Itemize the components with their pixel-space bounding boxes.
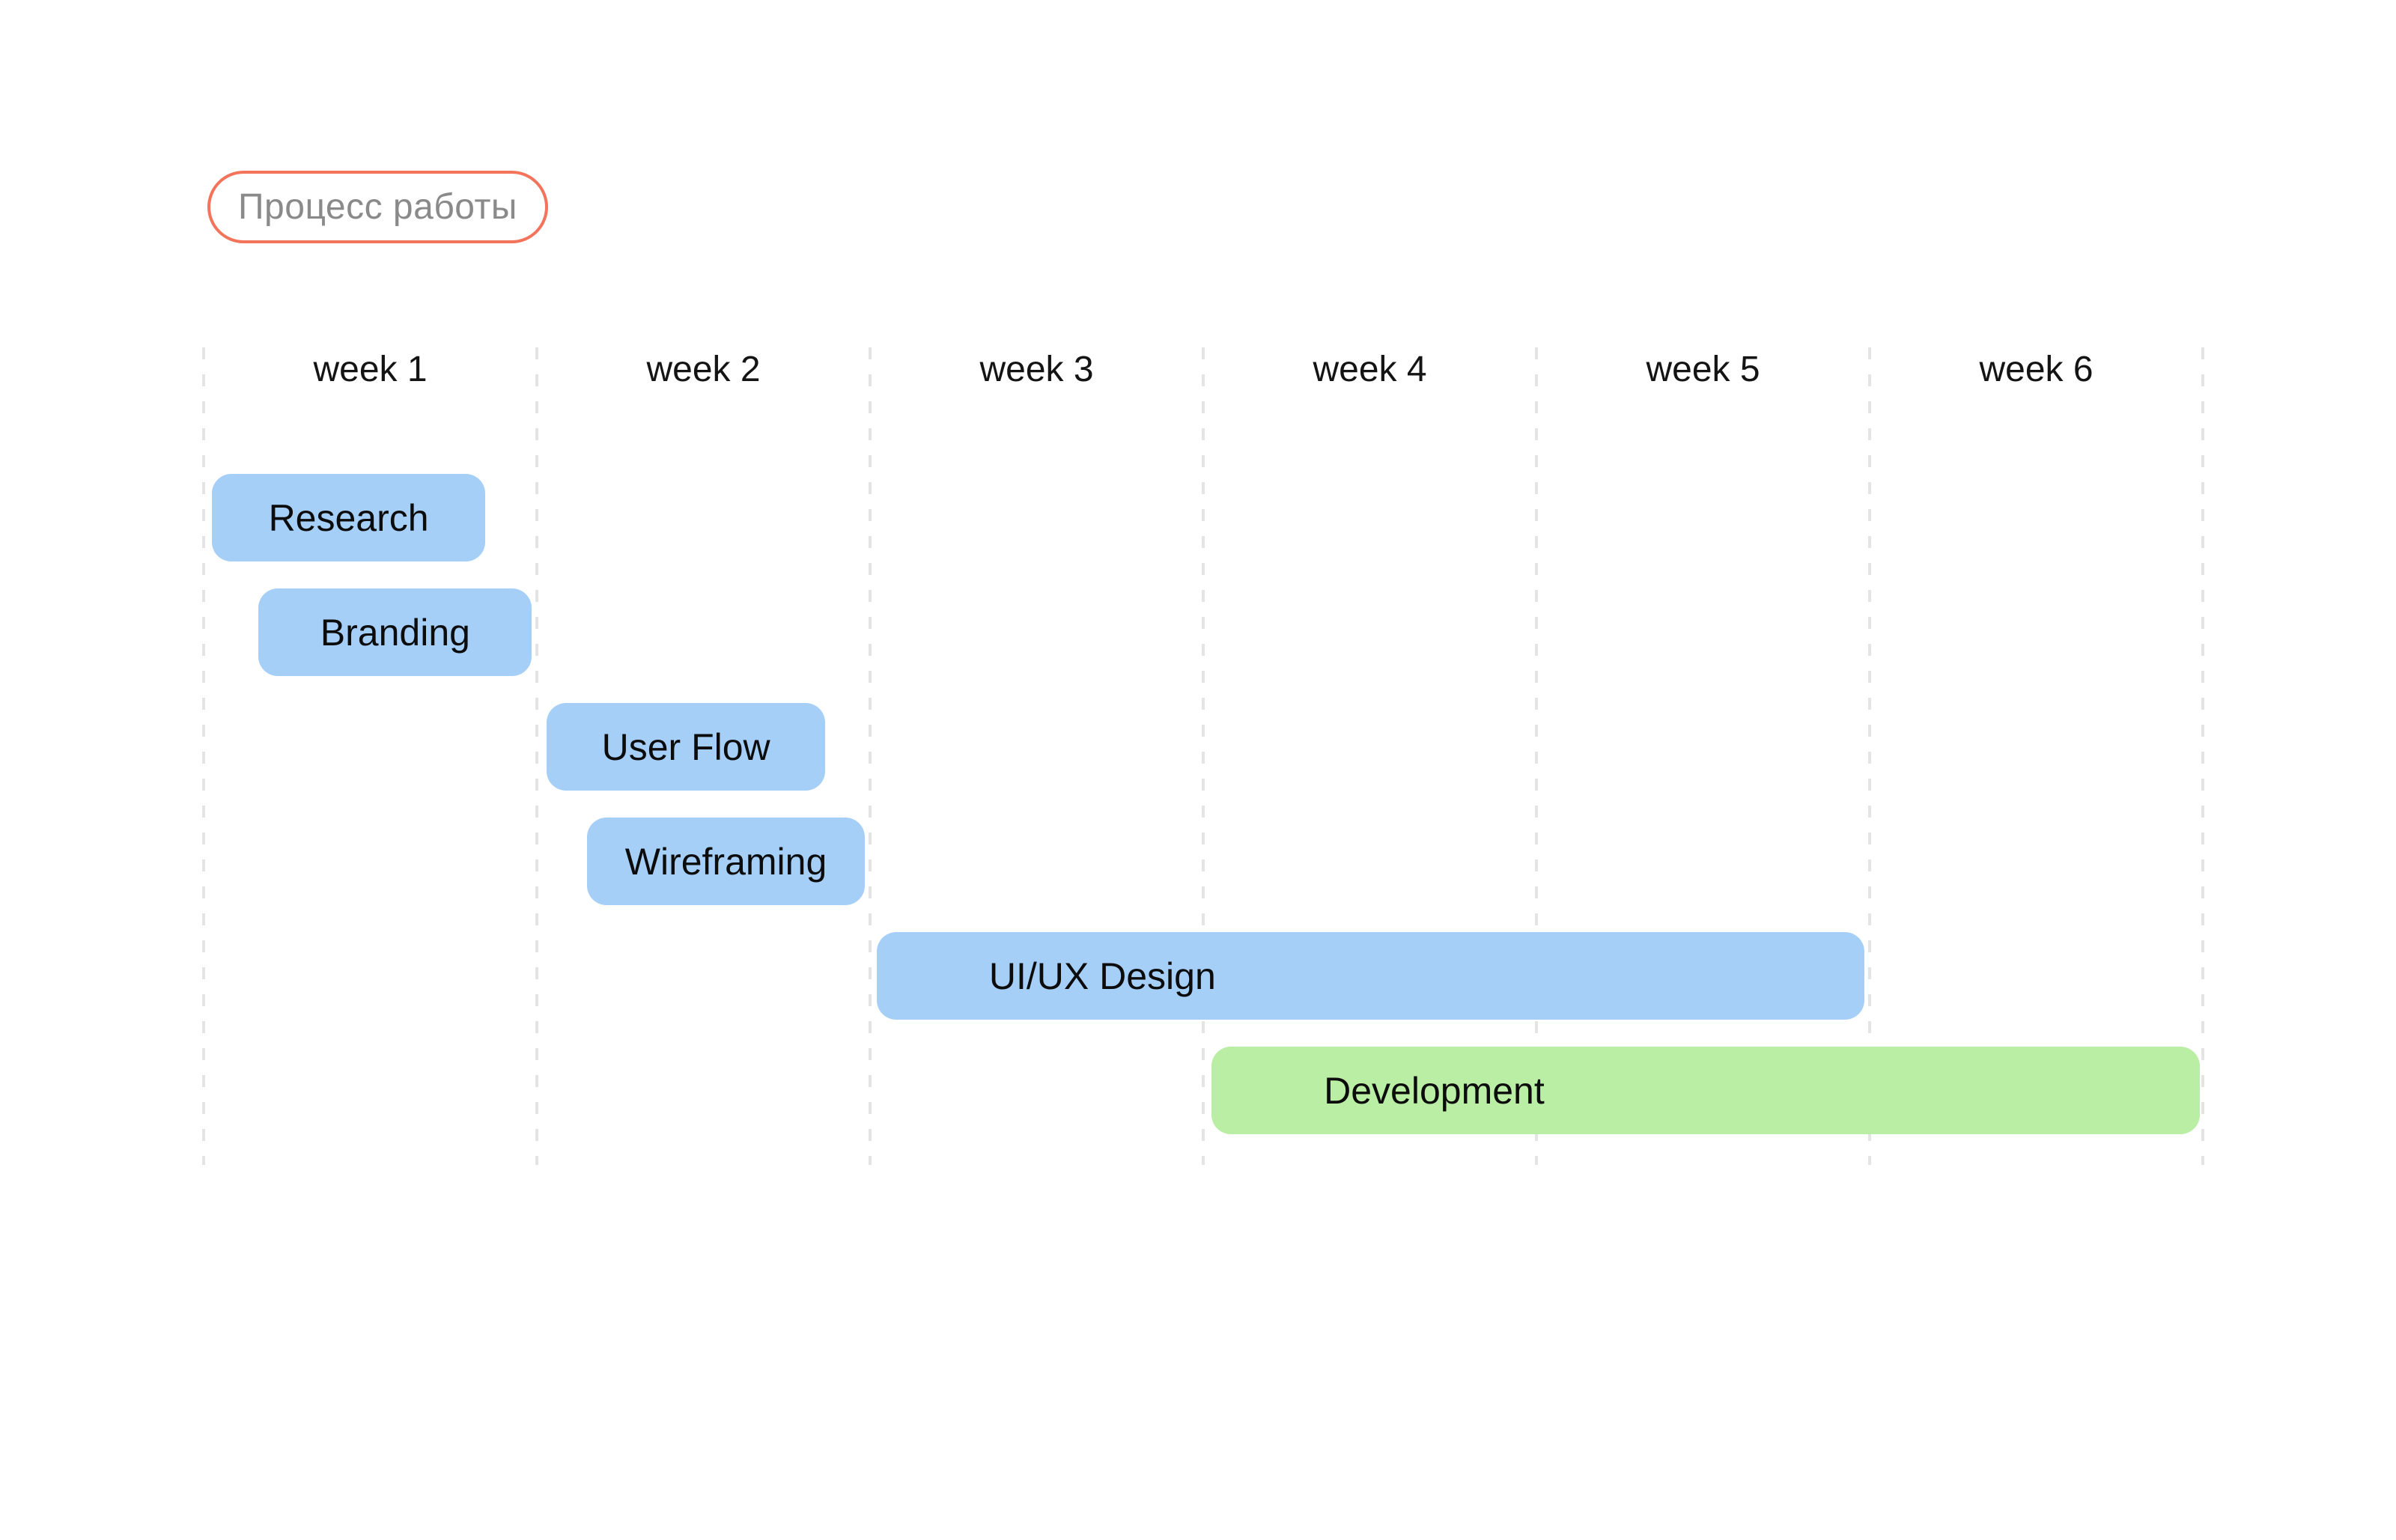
- week-label-5: week 5: [1646, 350, 1760, 389]
- task-bar-wireframing: Wireframing: [586, 818, 866, 905]
- task-bar-label: Wireframing: [624, 840, 827, 883]
- section-title-badge-label: Процесс работы: [238, 186, 517, 227]
- week-label-2: week 2: [646, 350, 761, 389]
- grid-dashed-line: [535, 347, 538, 1165]
- task-bar-label: User Flow: [601, 725, 770, 768]
- task-bar-label: Branding: [320, 611, 470, 654]
- task-bar-uiux-design: UI/UX Design: [876, 932, 1865, 1020]
- grid-dashed-line: [869, 347, 872, 1165]
- week-label-1: week 1: [313, 350, 428, 389]
- week-label-4: week 4: [1313, 350, 1427, 389]
- task-bar-development: Development: [1211, 1047, 2200, 1134]
- task-bar-label: Development: [1324, 1069, 1545, 1112]
- grid-dashed-line: [1202, 347, 1205, 1165]
- week-label-6: week 6: [1979, 350, 2094, 389]
- task-bar-user-flow: User Flow: [547, 703, 825, 791]
- task-bar-branding: Branding: [258, 588, 532, 676]
- grid-dashed-line: [202, 347, 205, 1165]
- task-bar-label: Research: [268, 496, 429, 539]
- section-title-badge: Процесс работы: [207, 171, 548, 243]
- grid-dashed-line: [1535, 347, 1538, 1165]
- grid-dashed-line: [2201, 347, 2204, 1165]
- task-bar-label: UI/UX Design: [988, 955, 1216, 997]
- grid-dashed-line: [1868, 347, 1871, 1165]
- week-label-3: week 3: [979, 350, 1094, 389]
- task-bar-research: Research: [212, 474, 486, 561]
